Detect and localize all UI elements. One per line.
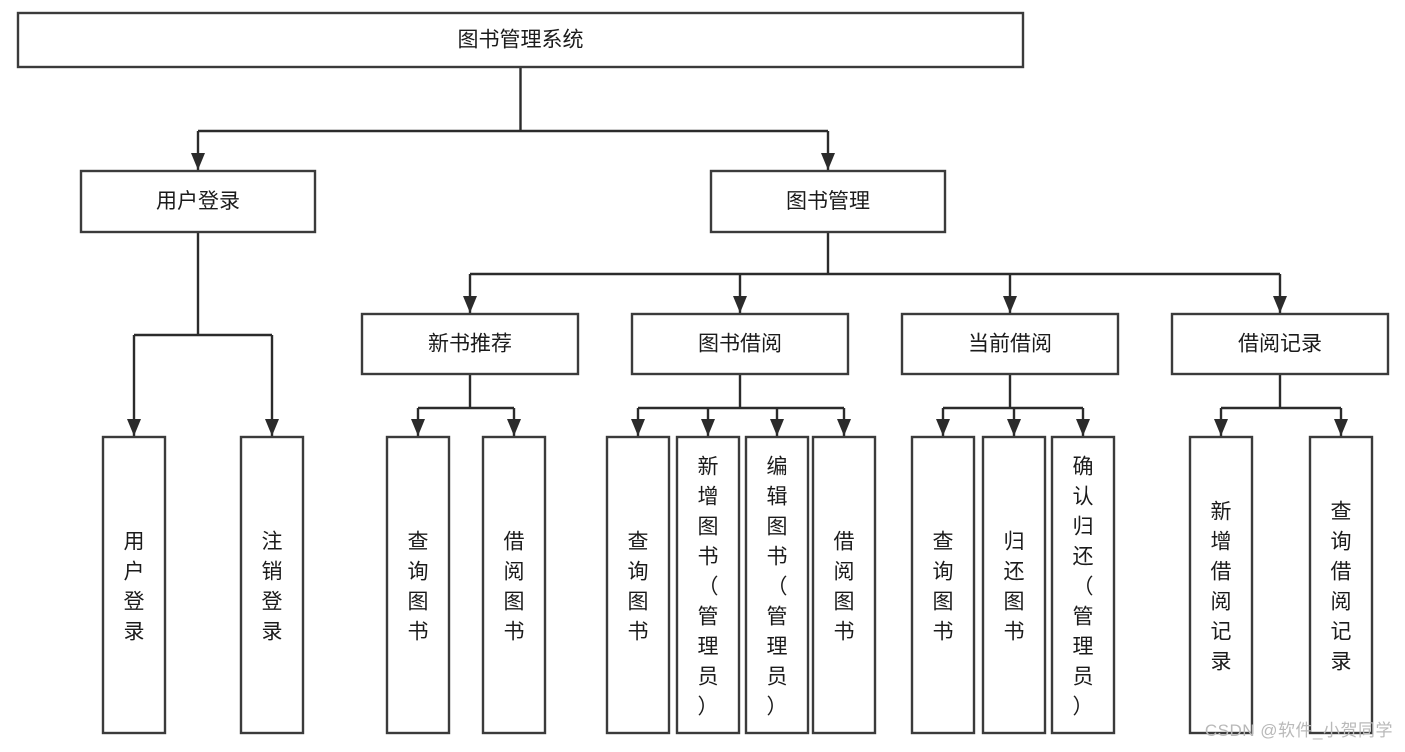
node-leaf-query-book-3[interactable]: 查询图书: [910, 435, 976, 735]
arrow-head-icon: [1003, 296, 1017, 313]
arrow-head-icon: [507, 419, 521, 436]
arrow-head-icon: [733, 296, 747, 313]
arrow-head-icon: [1076, 419, 1090, 436]
node-leaf-return-book-label: 归还图书: [1004, 530, 1025, 643]
node-book-borrow[interactable]: 图书借阅: [630, 312, 850, 376]
node-leaf-add-book-label: 新增图书（管理员）: [698, 455, 719, 718]
node-current-borrow[interactable]: 当前借阅: [900, 312, 1120, 376]
node-leaf-user-login[interactable]: 用户登录: [101, 435, 167, 735]
node-leaf-return-book[interactable]: 归还图书: [981, 435, 1047, 735]
node-leaf-borrow-book-2-label: 借阅图书: [834, 530, 855, 643]
arrow-head-icon: [936, 419, 950, 436]
node-new-book-recommend[interactable]: 新书推荐: [360, 312, 580, 376]
arrow-head-icon: [1334, 419, 1348, 436]
node-leaf-query-book-2[interactable]: 查询图书: [605, 435, 671, 735]
arrow-head-icon: [265, 419, 279, 436]
node-user-login-label: 用户登录: [156, 190, 240, 213]
node-leaf-edit-book[interactable]: 编辑图书（管理员）: [744, 435, 810, 735]
node-leaf-borrow-book-2[interactable]: 借阅图书: [811, 435, 877, 735]
node-leaf-user-login-label: 用户登录: [124, 530, 145, 643]
arrow-head-icon: [1214, 419, 1228, 436]
node-leaf-query-record[interactable]: 查询借阅记录: [1308, 435, 1374, 735]
node-new-book-recommend-label: 新书推荐: [428, 333, 512, 356]
node-leaf-borrow-book-1-label: 借阅图书: [504, 530, 525, 643]
arrow-head-icon: [127, 419, 141, 436]
node-root[interactable]: 图书管理系统: [16, 11, 1025, 69]
node-leaf-edit-book-label: 编辑图书（管理员）: [767, 455, 788, 718]
arrow-head-icon: [821, 153, 835, 170]
node-user-login[interactable]: 用户登录: [79, 169, 317, 234]
arrow-head-icon: [631, 419, 645, 436]
node-leaf-add-record[interactable]: 新增借阅记录: [1188, 435, 1254, 735]
node-book-manage-label: 图书管理: [786, 190, 870, 213]
node-leaf-confirm-return-label: 确认归还（管理员）: [1073, 455, 1094, 718]
node-leaf-query-book-1-label: 查询图书: [408, 530, 429, 643]
arrow-head-icon: [1273, 296, 1287, 313]
arrow-head-icon: [191, 153, 205, 170]
node-leaf-add-book[interactable]: 新增图书（管理员）: [675, 435, 741, 735]
node-leaf-confirm-return[interactable]: 确认归还（管理员）: [1050, 435, 1116, 735]
node-root-label: 图书管理系统: [458, 29, 584, 52]
arrow-head-icon: [701, 419, 715, 436]
arrow-head-icon: [1007, 419, 1021, 436]
arrow-head-icon: [463, 296, 477, 313]
node-leaf-logout[interactable]: 注销登录: [239, 435, 305, 735]
watermark-text: CSDN @软件_小贺同学: [1204, 721, 1393, 740]
node-borrow-record[interactable]: 借阅记录: [1170, 312, 1390, 376]
node-leaf-borrow-book-1[interactable]: 借阅图书: [481, 435, 547, 735]
node-current-borrow-label: 当前借阅: [968, 333, 1052, 356]
node-leaf-query-book-3-label: 查询图书: [933, 530, 954, 643]
arrow-head-icon: [837, 419, 851, 436]
node-book-borrow-label: 图书借阅: [698, 333, 782, 356]
node-borrow-record-label: 借阅记录: [1238, 333, 1322, 356]
node-leaf-query-book-1[interactable]: 查询图书: [385, 435, 451, 735]
arrow-head-icon: [411, 419, 425, 436]
node-leaf-query-book-2-label: 查询图书: [628, 530, 649, 643]
node-leaf-logout-label: 注销登录: [262, 530, 283, 643]
node-book-manage[interactable]: 图书管理: [709, 169, 947, 234]
arrow-head-icon: [770, 419, 784, 436]
node-leaf-add-record-label: 新增借阅记录: [1211, 500, 1232, 673]
node-leaf-query-record-label: 查询借阅记录: [1331, 500, 1352, 673]
